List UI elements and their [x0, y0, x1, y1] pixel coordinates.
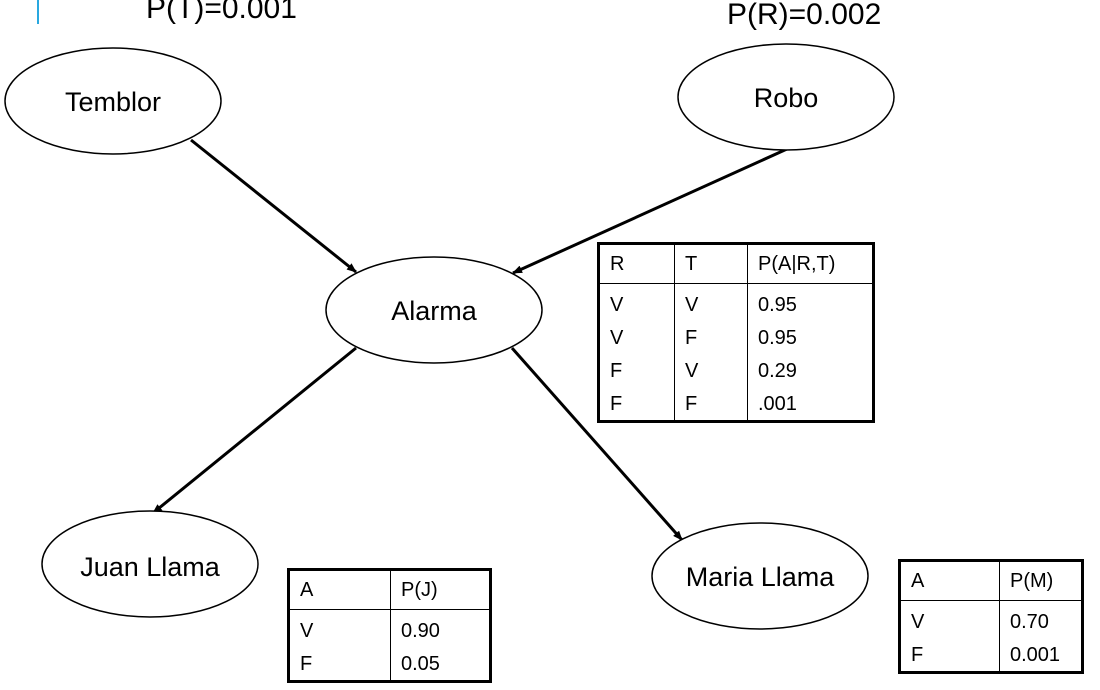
table-cell: F	[598, 387, 675, 422]
node-alarma: Alarma	[325, 256, 543, 364]
node-robo: Robo	[677, 43, 895, 151]
table-row: V V 0.95	[598, 283, 874, 321]
table-header-cell: P(J)	[390, 569, 491, 610]
table-cell: V	[899, 600, 1000, 638]
edge-robo-alarma	[512, 147, 788, 275]
cpt-juan-table: A P(J) V 0.90 F 0.05	[287, 568, 492, 683]
table-row: F 0.001	[899, 638, 1083, 673]
table-header-cell: R	[598, 243, 675, 284]
table-row: F V 0.29	[598, 354, 874, 387]
table-header-row: A P(M)	[899, 560, 1083, 601]
cpt-maria-table: A P(M) V 0.70 F 0.001	[898, 559, 1084, 674]
table-cell: F	[674, 387, 748, 422]
table-cell: 0.70	[999, 600, 1083, 638]
table-cell: F	[598, 354, 675, 387]
edge-temblor-alarma	[190, 138, 357, 274]
node-maria-llama: Maria Llama	[651, 522, 869, 630]
table-row: V 0.70	[899, 600, 1083, 638]
table-header-cell: T	[674, 243, 748, 284]
table-cell: F	[899, 638, 1000, 673]
node-maria-llama-label: Maria Llama	[686, 562, 836, 592]
node-alarma-label: Alarma	[391, 296, 478, 326]
table-header-cell: A	[288, 569, 391, 610]
accent-bar	[37, 0, 39, 24]
table-cell: V	[674, 283, 748, 321]
node-temblor-label: Temblor	[65, 87, 161, 117]
table-cell: V	[288, 609, 391, 647]
table-cell: F	[288, 647, 391, 682]
table-cell: 0.90	[390, 609, 491, 647]
prior-temblor-label: P(T)=0.001	[146, 0, 297, 25]
table-cell: V	[598, 283, 675, 321]
node-temblor: Temblor	[4, 47, 222, 155]
table-header-cell: P(A|R,T)	[747, 243, 874, 284]
prior-robo-label: P(R)=0.002	[727, 0, 882, 31]
table-cell: 0.05	[390, 647, 491, 682]
table-cell: F	[674, 321, 748, 354]
table-header-cell: P(M)	[999, 560, 1083, 601]
edge-alarma-juan	[152, 346, 357, 515]
edge-alarma-maria	[510, 347, 684, 541]
node-juan-llama: Juan Llama	[41, 510, 259, 618]
table-row: F 0.05	[288, 647, 491, 682]
table-cell: V	[674, 354, 748, 387]
table-header-row: A P(J)	[288, 569, 491, 610]
node-juan-llama-label: Juan Llama	[80, 552, 221, 582]
table-cell: 0.29	[747, 354, 874, 387]
table-header-cell: A	[899, 560, 1000, 601]
table-cell: 0.95	[747, 321, 874, 354]
table-row: F F .001	[598, 387, 874, 422]
table-cell: 0.95	[747, 283, 874, 321]
table-header-row: R T P(A|R,T)	[598, 243, 874, 284]
table-row: V 0.90	[288, 609, 491, 647]
table-cell: .001	[747, 387, 874, 422]
table-cell: V	[598, 321, 675, 354]
cpt-alarma-table: R T P(A|R,T) V V 0.95 V F 0.95 F V 0.29 …	[597, 242, 875, 423]
node-robo-label: Robo	[754, 83, 819, 113]
table-cell: 0.001	[999, 638, 1083, 673]
table-row: V F 0.95	[598, 321, 874, 354]
